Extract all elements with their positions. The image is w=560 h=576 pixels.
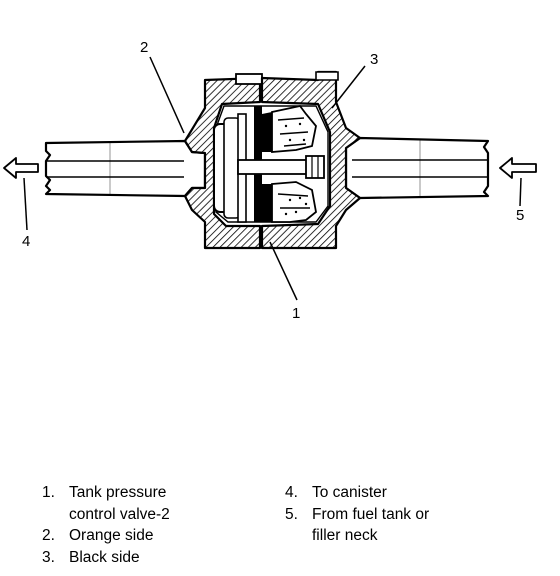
- leader-line-3: [331, 65, 366, 109]
- legend-item-4-label: To canister: [312, 484, 387, 501]
- callout-2: 2: [140, 39, 149, 56]
- leader-line-2: [149, 56, 185, 134]
- legend-item-5: 5. From fuel tank or: [285, 504, 505, 526]
- right-tube: [344, 136, 490, 200]
- legend-right: 4. To canister 5. From fuel tank or fill…: [285, 482, 505, 547]
- legend-item-2-label: Orange side: [69, 527, 154, 544]
- legend-item-5-label-line-2: filler neck: [312, 527, 378, 544]
- callout-4: 4: [22, 233, 31, 250]
- legend-item-3: 3. Black side: [42, 547, 242, 569]
- legend-item-3-number: 3.: [42, 548, 55, 566]
- legend-item-4-number: 4.: [285, 484, 298, 501]
- left-tube: [44, 139, 207, 198]
- leader-line-4: [23, 177, 28, 231]
- callout-1: 1: [292, 305, 301, 322]
- arrow-from-fuel-tank-icon: [499, 157, 537, 179]
- black-side-housing: [260, 70, 362, 250]
- legend-item-1-number: 1.: [42, 484, 55, 501]
- legend-item-1: 1. Tank pressure: [42, 482, 242, 504]
- legend-item-5-number: 5.: [285, 505, 298, 523]
- callout-3: 3: [370, 51, 379, 68]
- valve-stem: [237, 155, 325, 179]
- valve-spring: [271, 104, 317, 223]
- legend-item-2: 2. Orange side: [42, 525, 242, 547]
- legend-item-2-number: 2.: [42, 527, 55, 544]
- legend-item-5-label-line-1: From fuel tank or: [312, 505, 430, 523]
- leader-line-5: [519, 177, 522, 207]
- leader-line-1: [269, 241, 298, 301]
- legend-item-1-label-line-1: Tank pressure: [69, 484, 167, 501]
- arrow-to-canister-icon: [3, 157, 39, 179]
- callout-5: 5: [516, 207, 525, 224]
- legend-left: 1. Tank pressure control valve-2 2. Oran…: [42, 482, 242, 568]
- legend-item-1-label-line-2: control valve-2: [69, 505, 170, 523]
- valve-plate: [213, 113, 247, 223]
- leader-lines: [23, 56, 522, 301]
- legend-item-3-label: Black side: [69, 548, 140, 566]
- legend-item-4: 4. To canister: [285, 482, 505, 504]
